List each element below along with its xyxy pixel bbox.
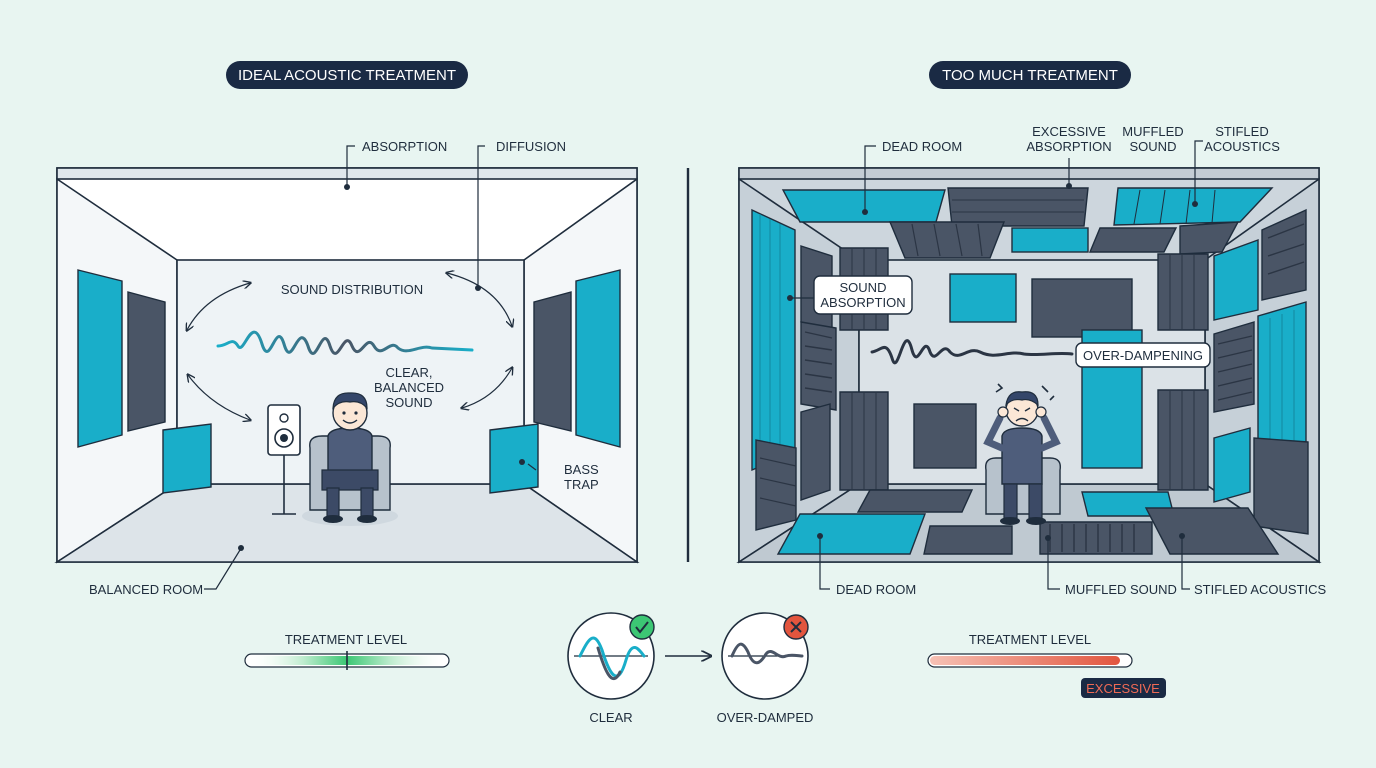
label-diffusion: DIFFUSION [496, 139, 566, 154]
absorption-panel [127, 291, 166, 432]
absorption-panel [77, 269, 123, 448]
happy-listener-icon [302, 392, 398, 526]
left-title-pill: IDEAL ACOUSTIC TREATMENT [226, 61, 468, 89]
label-muffled-sound-top-line1: MUFFLED [1122, 124, 1183, 139]
label-sound-absorption-line1: SOUND [840, 280, 887, 295]
clear-sound-wave [216, 330, 474, 355]
comparison-section: CLEAR OVER-DAMPED [567, 612, 814, 725]
label-balanced-room: BALANCED ROOM [89, 582, 203, 597]
speaker-icon [267, 404, 301, 515]
right-panel: TOO MUCH TREATMENT [736, 61, 1327, 698]
label-clear: CLEAR [589, 710, 632, 725]
sound-absorption-callout: SOUND ABSORPTION [813, 275, 913, 315]
x-icon [783, 614, 809, 640]
balanced-room-illustration [54, 167, 640, 564]
absorption-panel [575, 269, 621, 448]
bass-trap-left [162, 423, 212, 494]
left-title: IDEAL ACOUSTIC TREATMENT [238, 67, 456, 84]
check-icon [629, 614, 655, 640]
label-stifled-acoustics-top-line1: STIFLED [1215, 124, 1268, 139]
right-treatment-meter: TREATMENT LEVEL EXCESSIVE [927, 632, 1166, 698]
label-dead-room-top: DEAD ROOM [882, 139, 962, 154]
label-bass-trap-line1: BASS [564, 462, 599, 477]
label-stifled-acoustics-top-line2: ACOUSTICS [1204, 139, 1280, 154]
label-sound-absorption-line2: ABSORPTION [820, 295, 905, 310]
label-clear-balanced-line1: CLEAR, [386, 365, 433, 380]
right-title-pill: TOO MUCH TREATMENT [929, 61, 1131, 89]
label-muffled-sound-top-line2: SOUND [1130, 139, 1177, 154]
muffled-sound-wave [870, 339, 1074, 365]
left-panel: IDEAL ACOUSTIC TREATMENT [54, 61, 640, 670]
label-sound-distribution: SOUND DISTRIBUTION [281, 282, 423, 297]
label-absorption: ABSORPTION [362, 139, 447, 154]
stressed-listener-icon [983, 383, 1061, 525]
label-dead-room-bottom: DEAD ROOM [836, 582, 916, 597]
right-title: TOO MUCH TREATMENT [942, 67, 1118, 84]
right-meter-fill [930, 656, 1120, 665]
label-over-dampening: OVER-DAMPENING [1083, 348, 1203, 363]
label-clear-balanced-line2: BALANCED [374, 380, 444, 395]
bass-trap-right [489, 423, 539, 494]
label-stifled-acoustics-bottom: STIFLED ACOUSTICS [1194, 582, 1327, 597]
label-bass-trap-line2: TRAP [564, 477, 599, 492]
over-dampening-callout: OVER-DAMPENING [1075, 342, 1211, 368]
label-excessive-absorption-line2: ABSORPTION [1026, 139, 1111, 154]
excessive-badge: EXCESSIVE [1081, 678, 1166, 698]
label-muffled-sound-bottom: MUFFLED SOUND [1065, 582, 1177, 597]
left-treatment-meter: TREATMENT LEVEL [244, 632, 450, 670]
label-clear-balanced-line3: SOUND [386, 395, 433, 410]
label-over-damped: OVER-DAMPED [717, 710, 814, 725]
dead-room-illustration: SOUND ABSORPTION OVER-DAMPENING [736, 167, 1322, 564]
label-excessive-absorption-line1: EXCESSIVE [1032, 124, 1106, 139]
right-meter-label: TREATMENT LEVEL [969, 632, 1091, 647]
left-meter-label: TREATMENT LEVEL [285, 632, 407, 647]
absorption-panel [533, 291, 572, 432]
excessive-badge-text: EXCESSIVE [1086, 681, 1160, 696]
